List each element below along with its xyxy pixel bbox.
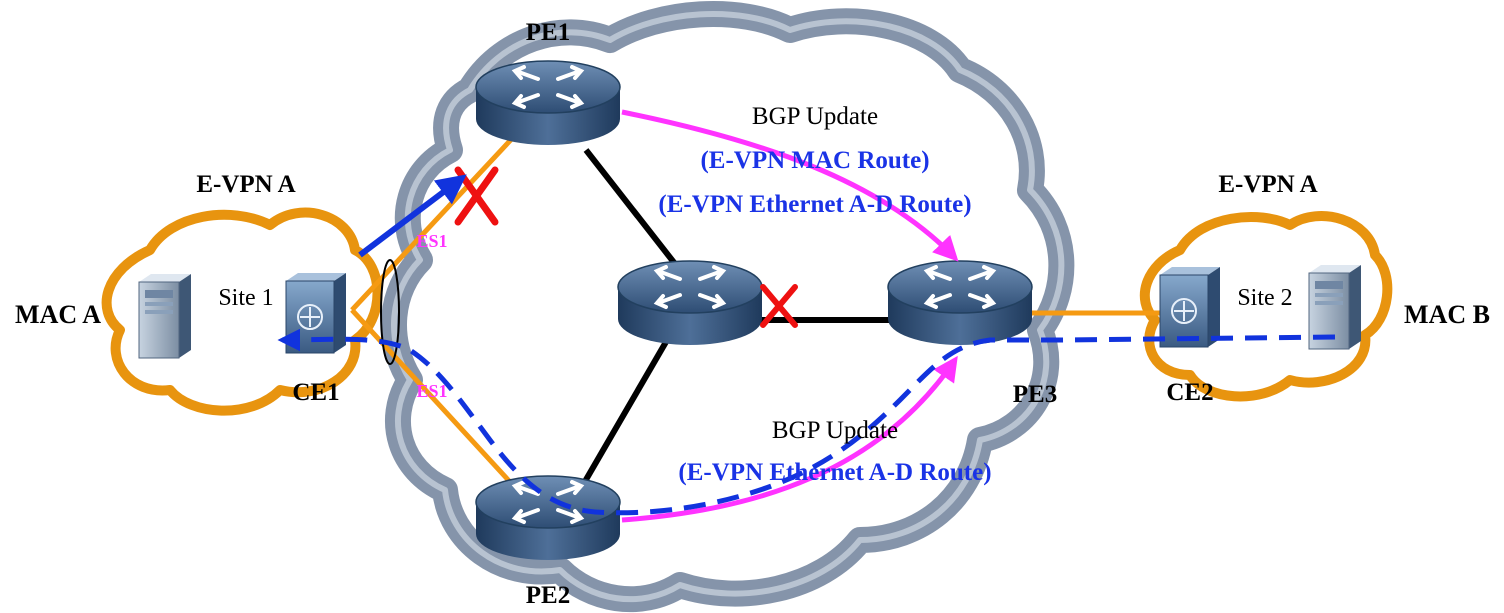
left-vpn-label: E-VPN A (196, 171, 295, 198)
router-icon (474, 59, 622, 147)
es-bundle-ellipse (380, 259, 400, 365)
switch-icon (1159, 266, 1221, 348)
bgp-update-bottom-title: BGP Update (772, 417, 898, 444)
link-ce1-pe1 (350, 128, 522, 312)
right-site-label: Site 2 (1237, 285, 1292, 311)
ce1-label: CE1 (292, 379, 339, 406)
bgp-update-arrow-pe2-pe3 (621, 355, 958, 523)
router-icon (474, 474, 622, 562)
router-icon (886, 259, 1034, 347)
pe2-label: PE2 (526, 582, 570, 609)
bgp-update-top-title: BGP Update (752, 103, 878, 130)
traffic-path-dashed (277, 328, 1336, 516)
site1-cloud (101, 207, 383, 416)
pe1-label: PE1 (526, 19, 570, 46)
server-icon (138, 273, 192, 359)
ce2-label: CE2 (1166, 379, 1213, 406)
mac-b-label: MAC B (1404, 300, 1490, 329)
bgp-update-bottom-route: (E-VPN Ethernet A-D Route) (678, 459, 991, 486)
pe3-label: PE3 (1013, 381, 1057, 408)
right-vpn-label: E-VPN A (1218, 171, 1317, 198)
core-links (577, 148, 898, 492)
bgp-update-top-route2: (E-VPN Ethernet A-D Route) (658, 191, 971, 218)
fault-cross-icon (760, 284, 798, 328)
es-top-label: ES1 (416, 231, 447, 251)
traffic-arrow-ce1-pe1 (358, 174, 467, 258)
left-site-label: Site 1 (218, 285, 273, 311)
bgp-update-arrow-pe1-pe3 (621, 109, 959, 262)
router-icon (616, 259, 764, 347)
bgp-update-top-route1: (E-VPN MAC Route) (700, 147, 929, 174)
site2-cloud (1139, 211, 1393, 402)
mac-a-label: MAC A (15, 300, 101, 329)
link-pe2-p (577, 333, 673, 492)
es-bottom-label: ES1 (416, 381, 447, 401)
link-pe1-p (583, 148, 693, 285)
